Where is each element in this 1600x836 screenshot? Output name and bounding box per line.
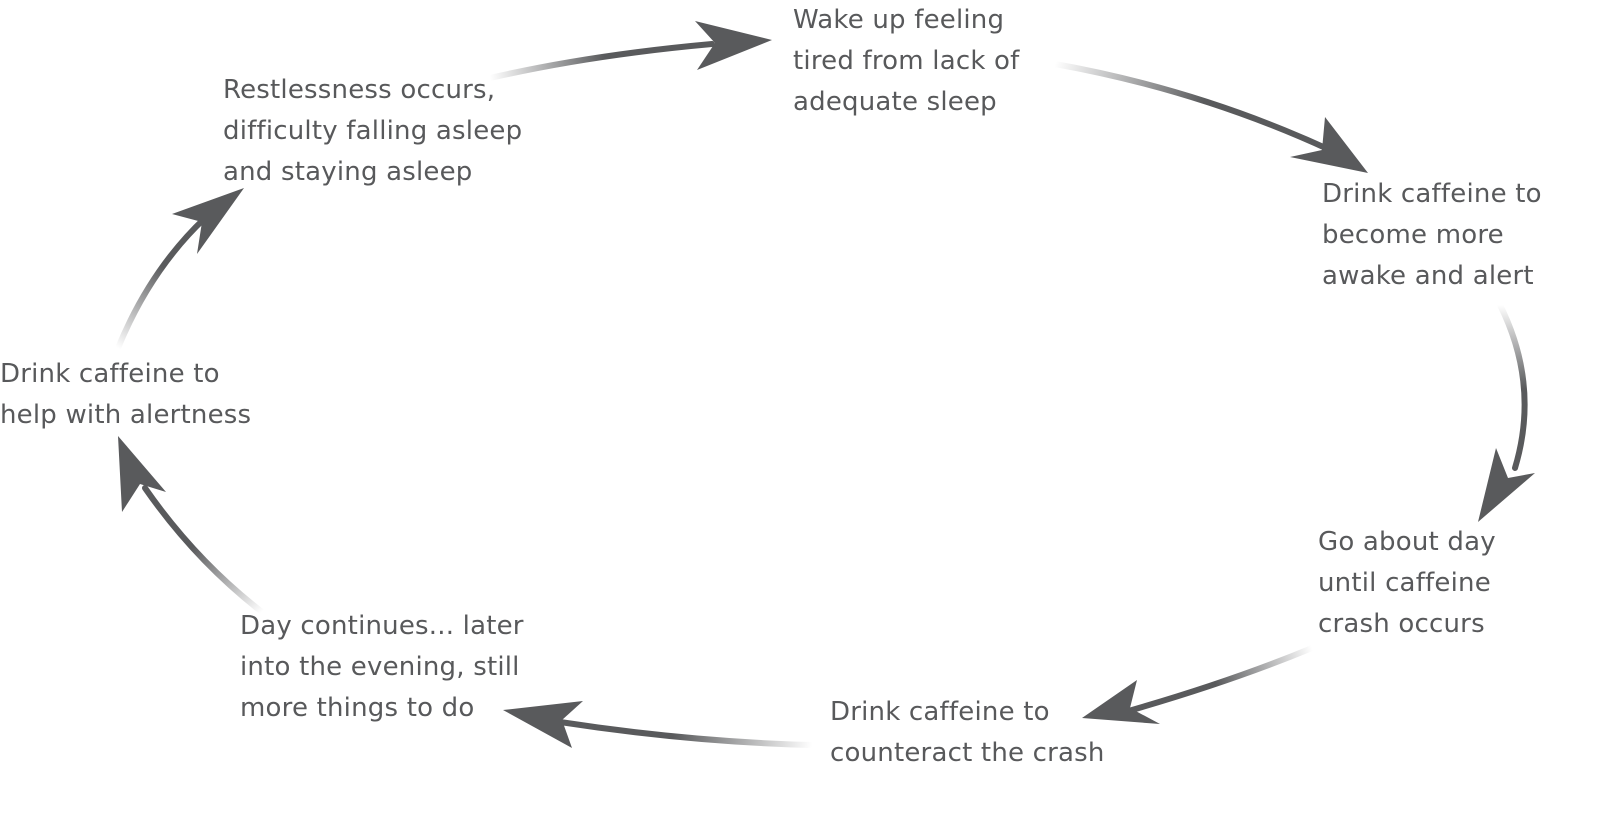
step-text-line: help with alertness: [0, 400, 252, 430]
step-day-continues: Day continues... later into the evening,…: [240, 606, 524, 729]
step-text-line: tired from lack of: [793, 46, 1020, 76]
step-drink-caffeine-help: Drink caffeine to help with alertness: [0, 354, 251, 436]
arrow-drink-alert-to-go-about: [1478, 302, 1535, 522]
step-text-line: Day continues... later: [240, 611, 524, 641]
arrow-restless-to-wake-head: [695, 21, 772, 70]
step-text-line: difficulty falling asleep: [223, 116, 523, 146]
step-text-line: until caffeine: [1318, 568, 1491, 598]
step-text-line: adequate sleep: [793, 87, 997, 117]
arrow-drink-alert-to-go-about-shaft: [1497, 302, 1528, 471]
arrow-go-about-to-counteract: [1082, 645, 1315, 724]
step-text-line: Restlessness occurs,: [223, 75, 496, 105]
step-text-line: Drink caffeine to: [0, 359, 220, 389]
arrow-drink-help-to-restless: [115, 188, 244, 351]
step-text-line: into the evening, still: [240, 652, 520, 682]
arrow-counteract-to-day-continues-head: [503, 701, 583, 748]
step-text-line: awake and alert: [1322, 261, 1534, 291]
step-text-line: crash occurs: [1318, 609, 1485, 639]
arrow-day-continues-to-drink-help: [118, 436, 265, 615]
step-text-line: become more: [1322, 220, 1504, 250]
step-text-line: more things to do: [240, 693, 475, 723]
step-text-line: Drink caffeine to: [830, 697, 1050, 727]
step-text-line: Wake up feeling: [793, 5, 1005, 35]
arrow-go-about-to-counteract-head: [1082, 680, 1160, 724]
step-text-line: counteract the crash: [830, 738, 1105, 768]
arrow-drink-help-to-restless-shaft: [115, 215, 208, 351]
step-text-line: and staying asleep: [223, 157, 473, 187]
step-restlessness: Restlessness occurs, difficulty falling …: [223, 70, 522, 193]
step-go-about-day: Go about day until caffeine crash occurs: [1318, 522, 1496, 645]
arrow-drink-alert-to-go-about-head: [1478, 448, 1535, 522]
arrow-wake-to-drink-alert-head: [1290, 117, 1368, 173]
arrow-restless-to-wake: [487, 21, 772, 81]
arrow-drink-help-to-restless-head: [172, 188, 244, 254]
arrow-go-about-to-counteract-shaft: [1122, 645, 1315, 715]
arrow-wake-to-drink-alert: [1052, 61, 1368, 173]
arrow-day-continues-to-drink-help-shaft: [142, 485, 265, 615]
step-drink-caffeine-counteract: Drink caffeine to counteract the crash: [830, 692, 1105, 774]
step-wake-up-tired: Wake up feeling tired from lack of adequ…: [793, 0, 1020, 123]
arrow-counteract-to-day-continues: [503, 701, 815, 748]
arrow-counteract-to-day-continues-shaft: [557, 719, 815, 748]
step-text-line: Go about day: [1318, 527, 1496, 557]
arrow-wake-to-drink-alert-shaft: [1052, 61, 1333, 153]
arrow-day-continues-to-drink-help-head: [118, 436, 166, 512]
step-drink-caffeine-alert: Drink caffeine to become more awake and …: [1322, 174, 1542, 297]
arrow-restless-to-wake-shaft: [487, 41, 715, 81]
step-text-line: Drink caffeine to: [1322, 179, 1542, 209]
